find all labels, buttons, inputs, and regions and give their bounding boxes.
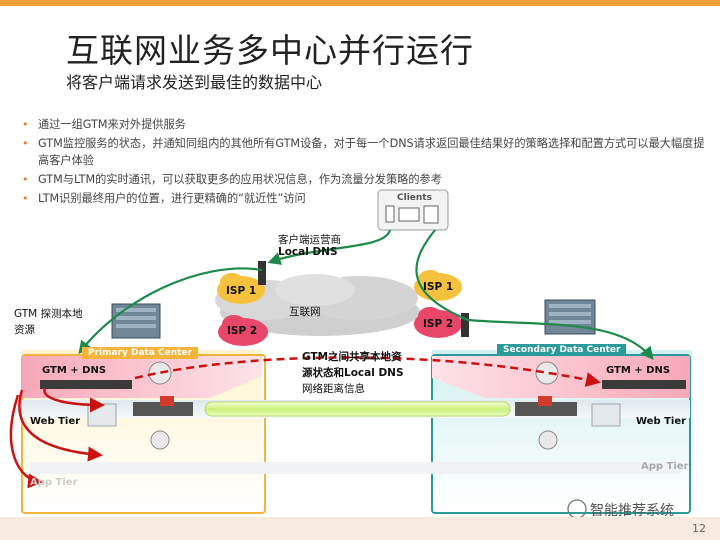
isp1-right-label: ISP 1 [423, 281, 454, 293]
brand-watermark: 智能推荐系统 [590, 503, 674, 519]
web-tier-right-label: Web Tier [636, 416, 687, 427]
gtm-probe-label-line1: GTM 探测本地 [14, 308, 83, 320]
secondary-dc-frame [431, 354, 691, 514]
app-tier-band [30, 462, 680, 474]
page-number: 12 [692, 522, 706, 535]
router-icon [535, 361, 559, 385]
laptop-icon [398, 207, 420, 222]
isp2-right-label: ISP 2 [423, 318, 454, 330]
wechat-logo-icon [567, 499, 587, 519]
gtm-appliance-icon [602, 380, 686, 389]
secondary-dc-badge: Secondary Data Center [497, 344, 627, 356]
clients-label: Clients [397, 193, 432, 203]
top-accent-bar [0, 0, 720, 6]
primary-dc-frame [21, 354, 266, 514]
interconnect-pipe [204, 401, 511, 417]
gtm-share-line1: GTM之间共享本地资 [302, 351, 402, 363]
web-tier-left-label: Web Tier [30, 416, 81, 427]
server-icon [591, 403, 621, 427]
app-tier-right-label: App Tier [641, 461, 689, 472]
web-tier-band [22, 400, 690, 418]
sync-icon [538, 430, 558, 450]
ltm-appliance-icon [515, 396, 577, 416]
server-rack-icon [111, 303, 161, 339]
bullet-item: •通过一组GTM来对外提供服务 [22, 118, 186, 131]
secondary-gtm-zone [432, 356, 690, 398]
bullet-dot-icon: • [22, 173, 29, 186]
bullet-item: •GTM与LTM的实时通讯，可以获取更多的应用状况信息，作为流量分发策略的参考 [22, 173, 442, 186]
isp1-left-label: ISP 1 [226, 285, 257, 297]
gtm-appliance-icon [40, 380, 132, 389]
internet-label: 互联网 [289, 306, 321, 318]
app-tier-left-label: App Tier [30, 477, 78, 488]
local-dns-server-icon [258, 261, 266, 285]
bullet-list: •通过一组GTM来对外提供服务 •GTM监控服务的状态，并通知同组内的其他所有G… [22, 116, 712, 209]
gtm-dns-left-label: GTM + DNS [42, 365, 107, 376]
page-title: 互联网业务多中心并行运行 [66, 31, 474, 70]
bullet-dot-icon: • [22, 118, 29, 131]
gtm-to-web-arrow [43, 387, 105, 413]
server-icon [87, 403, 117, 427]
gtm-dns-right-label: GTM + DNS [606, 365, 671, 376]
bullet-item: •LTM识别最终用户的位置，进行更精确的“就近性”访问 [22, 192, 306, 205]
local-dns-label-line1: 客户端运营商 [278, 234, 341, 246]
gtm-probe-label-line2: 资源 [14, 324, 35, 336]
gtm-to-app-arrow-2 [9, 394, 43, 489]
client-to-secondary-arrow [415, 229, 654, 361]
gtm-share-line2: 源状态和Local DNS [302, 367, 404, 379]
gtm-share-line3: 网络距离信息 [302, 383, 365, 395]
bullet-dot-icon: • [22, 137, 29, 150]
local-dns-label-line2: Local DNS [278, 246, 338, 258]
ltm-appliance-icon [133, 396, 193, 416]
localdns-to-primary-arrow [78, 267, 263, 355]
primary-dc-badge: Primary Data Center [82, 347, 199, 359]
server-rack-icon [544, 299, 596, 335]
isp2-left-label: ISP 2 [227, 325, 258, 337]
footer-bar [0, 517, 720, 540]
isp-router-icon [461, 313, 469, 337]
page-subtitle: 将客户端请求发送到最佳的数据中心 [66, 73, 323, 92]
router-icon [148, 361, 172, 385]
bullet-dot-icon: • [22, 192, 29, 205]
sync-icon [150, 430, 170, 450]
bullet-item: •GTM监控服务的状态，并通知同组内的其他所有GTM设备，对于每一个DNS请求返… [22, 137, 705, 167]
primary-gtm-zone [22, 356, 262, 398]
